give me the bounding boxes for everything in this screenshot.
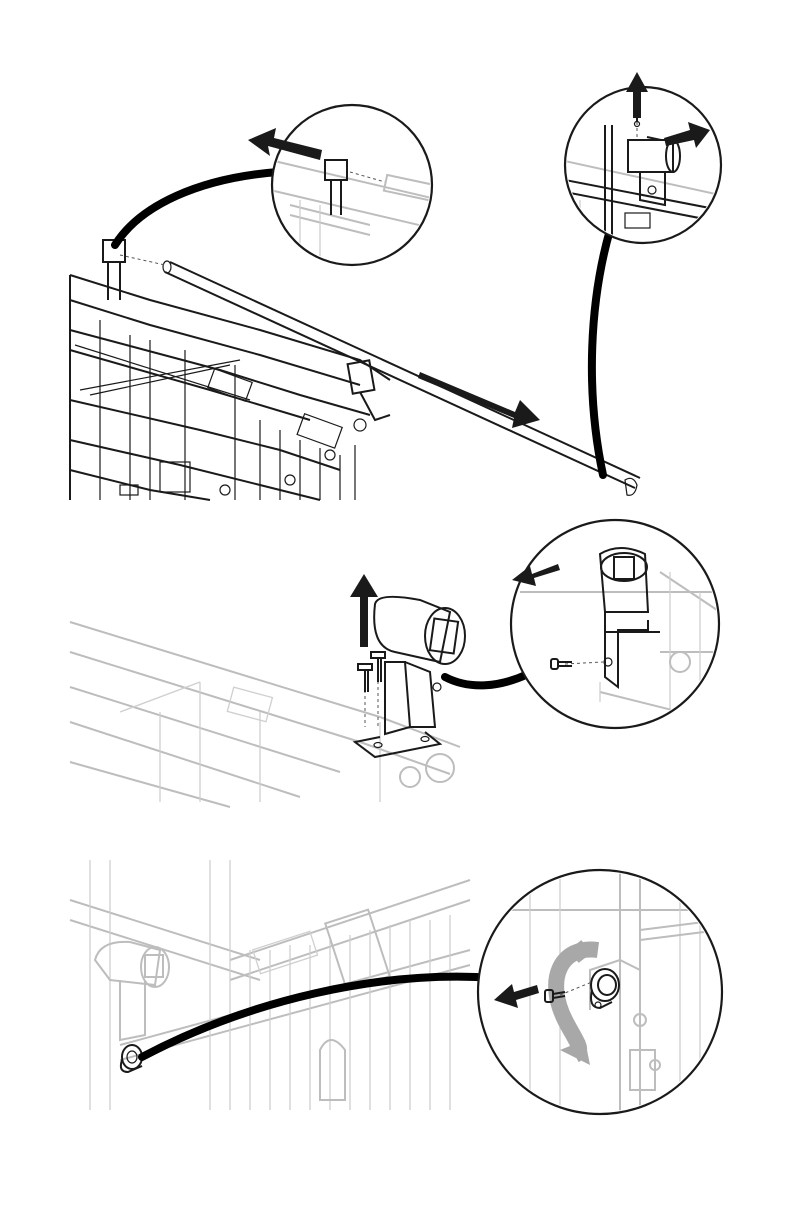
- callout-line-left: [115, 172, 278, 245]
- step-3-illustration: [0, 850, 793, 1120]
- frame-structure: [70, 275, 390, 500]
- step-1-panel: [0, 0, 793, 510]
- callout-line-middle: [445, 674, 528, 685]
- bolt-icon: [358, 664, 372, 692]
- bolt-icon: [371, 652, 385, 682]
- clamp-detail-zoom: [560, 72, 721, 243]
- faded-frame: [70, 860, 470, 1110]
- pin-detail-zoom: [248, 105, 440, 265]
- arrow-icon: [418, 372, 540, 428]
- step-2-illustration: [0, 512, 793, 812]
- step-1-illustration: [0, 0, 793, 510]
- long-tube: [120, 255, 640, 495]
- step-3-panel: [0, 850, 793, 1120]
- faded-frame: [70, 622, 460, 807]
- bracket-detail-zoom: [511, 520, 720, 732]
- callout-line-bottom: [142, 977, 495, 1057]
- step-2-panel: [0, 512, 793, 812]
- cap-detail-zoom: [478, 870, 722, 1120]
- callout-line-right: [592, 230, 610, 475]
